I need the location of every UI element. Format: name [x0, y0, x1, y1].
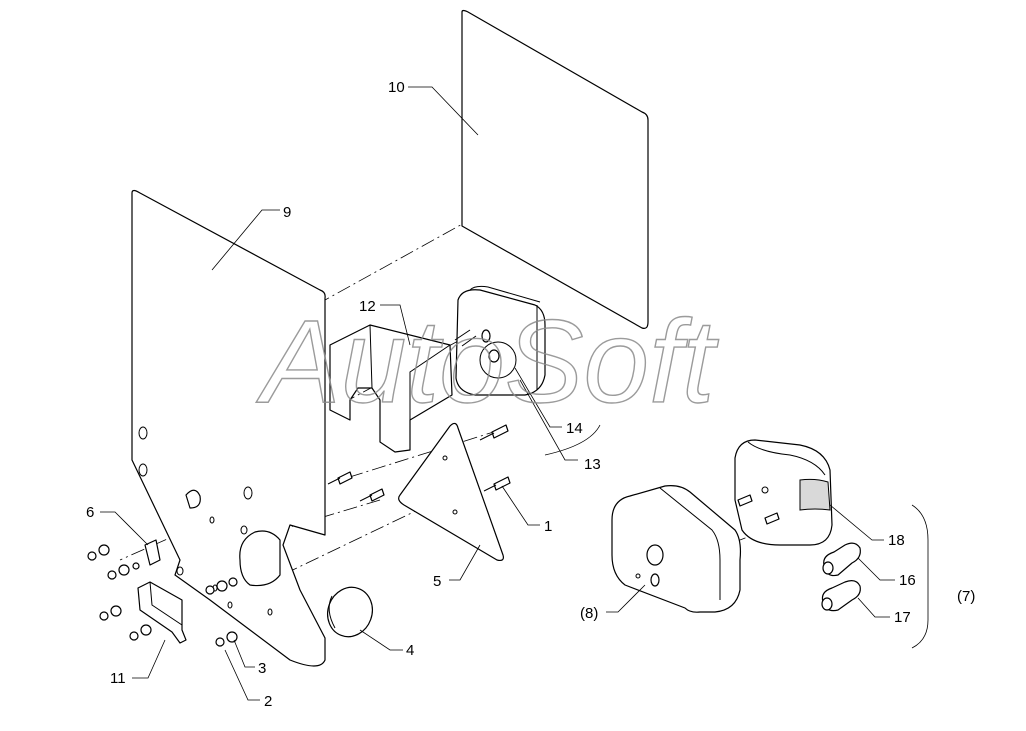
plate-holes [138, 426, 273, 616]
label-7: (7) [957, 588, 975, 605]
triangle-reflector-5 [398, 422, 504, 562]
label-8: (8) [580, 605, 598, 622]
lamp-cover-8 [611, 485, 742, 613]
nuts-and-washers [87, 544, 238, 647]
bolts-1 [327, 424, 511, 502]
label-17: 17 [894, 609, 911, 626]
label-16: 16 [899, 572, 916, 589]
label-6: 6 [86, 504, 94, 521]
label-18: 18 [888, 532, 905, 549]
bracket-12 [329, 324, 453, 453]
label-10: 10 [388, 79, 405, 96]
lamp-body-18 [734, 439, 833, 546]
label-2: 2 [264, 693, 272, 710]
label-4: 4 [406, 642, 414, 659]
group-bracket-7 [911, 504, 929, 649]
panel-10 [461, 9, 649, 329]
clip-6 [144, 539, 161, 566]
lamp-housing-13-14 [454, 285, 546, 396]
leader-lines [100, 86, 895, 701]
bracket-11 [137, 581, 187, 644]
callout-labels: 1 2 3 4 5 6 (7) (8) 9 10 11 12 13 14 16 … [86, 79, 975, 710]
watermark-text: AutoSoft [256, 296, 719, 428]
label-9: 9 [283, 204, 291, 221]
label-1: 1 [544, 518, 552, 535]
label-14: 14 [566, 420, 583, 437]
label-3: 3 [258, 660, 266, 677]
bulbs-16-17 [821, 542, 861, 612]
label-12: 12 [359, 298, 376, 315]
label-5: 5 [433, 573, 441, 590]
label-13: 13 [584, 456, 601, 473]
reflector-plate [239, 530, 281, 587]
label-11: 11 [110, 670, 126, 687]
